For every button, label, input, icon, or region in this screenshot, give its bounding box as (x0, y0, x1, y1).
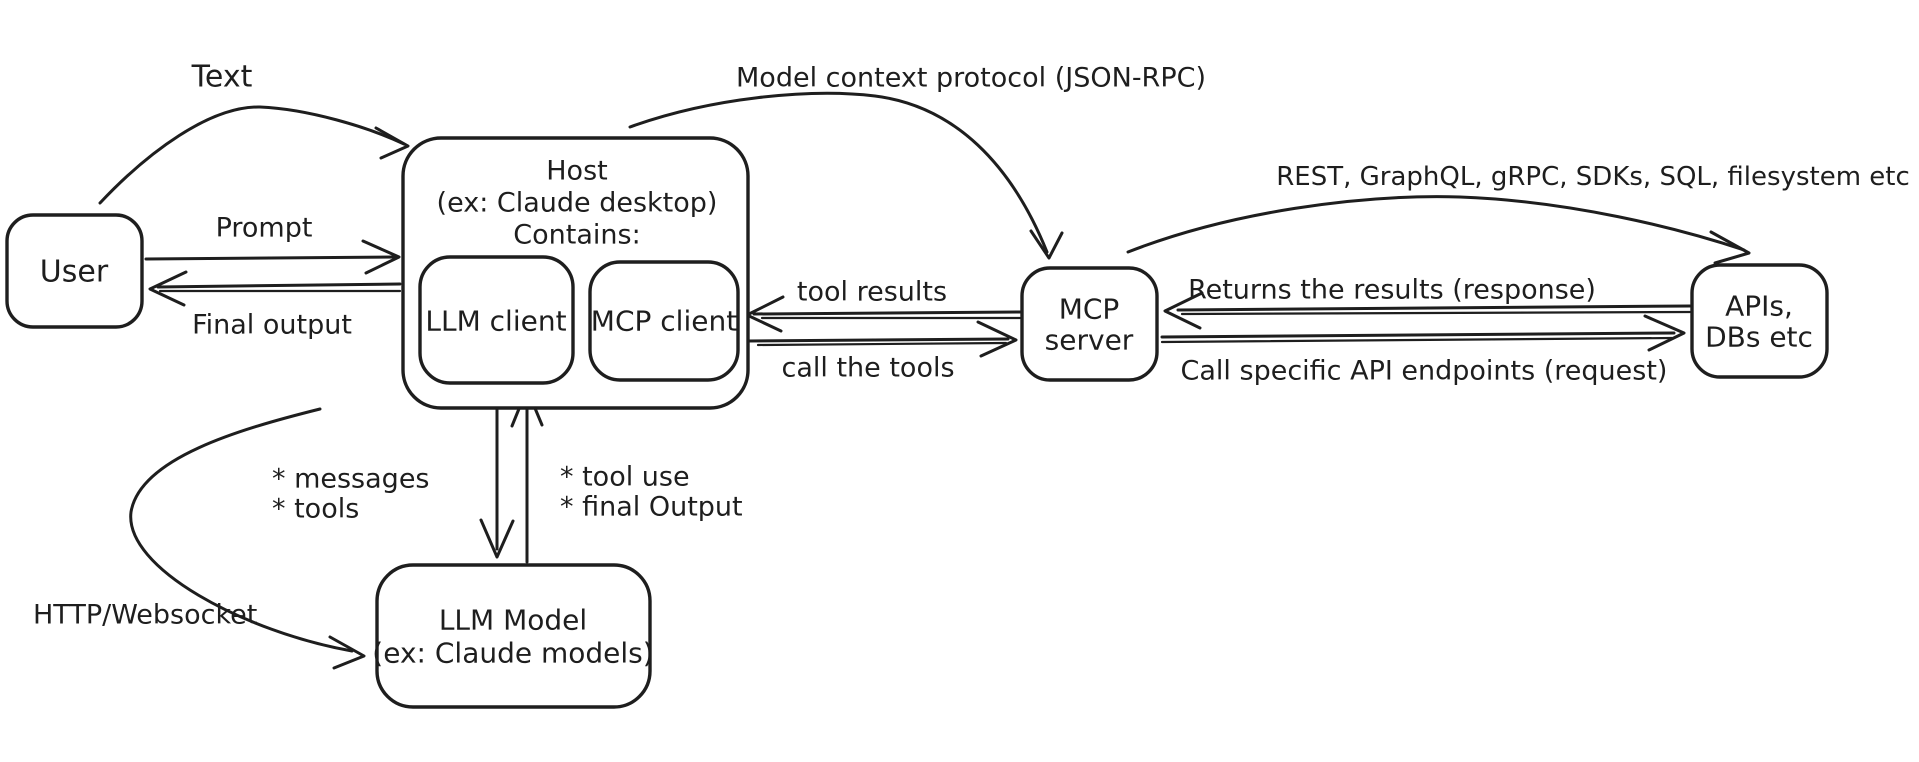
label-tool-use-line2: * final Output (560, 492, 743, 523)
mcp-server-node-label-line2: server (1045, 324, 1134, 357)
label-text-input: Text (191, 60, 253, 95)
edge-user-to-host-text (98, 105, 410, 205)
label-call-tools: call the tools (781, 353, 954, 384)
host-node-subtitle: (ex: Claude desktop) (437, 188, 718, 219)
label-rest-transports: REST, GraphQL, gRPC, SDKs, SQL, filesyst… (1276, 162, 1910, 192)
llm-model-node-label-line1: LLM Model (439, 604, 587, 637)
label-http-websocket: HTTP/Websocket (33, 600, 257, 631)
edge-llmclient-to-llmmodel-down (479, 384, 515, 559)
edge-mcpserver-to-apis-rest (1126, 195, 1751, 265)
mcp-server-node-label-line1: MCP (1059, 293, 1120, 326)
label-tool-use-line1: * tool use (560, 462, 690, 493)
apis-dbs-node-label-line1: APIs, (1725, 290, 1793, 323)
label-messages-line1: * messages (272, 464, 430, 495)
user-node: User (5, 213, 144, 329)
label-final-output: Final output (192, 310, 352, 341)
label-call-endpoints: Call specific API endpoints (request) (1181, 356, 1668, 387)
edge-llmmodel-to-llmclient-up (510, 387, 544, 564)
edge-mcpclient-to-mcpserver-call-tools (746, 320, 1018, 358)
edge-mcpserver-to-apis-request (1160, 314, 1686, 352)
label-prompt: Prompt (216, 213, 313, 244)
edge-user-to-host-prompt (144, 239, 401, 275)
edge-apis-to-mcpserver-response (1163, 291, 1692, 330)
label-returns-results: Returns the results (response) (1188, 275, 1596, 306)
mcp-client-node-label: MCP client (591, 305, 737, 338)
apis-dbs-node-label-line2: DBs etc (1705, 321, 1813, 354)
label-messages-line2: * tools (272, 494, 359, 525)
mcp-client-node: MCP client (588, 260, 740, 382)
label-tool-results: tool results (797, 277, 947, 308)
llm-client-node-label: LLM client (425, 305, 566, 338)
llm-model-node: LLM Model (ex: Claude models) (372, 563, 654, 709)
host-node-title: Host (546, 156, 607, 187)
edge-host-to-llmmodel-http (129, 407, 366, 670)
llm-client-node: LLM client (418, 255, 575, 385)
edge-host-to-user-final-output (148, 270, 402, 307)
user-node-label: User (40, 255, 109, 290)
llm-model-node-label-line2: (ex: Claude models) (372, 637, 653, 670)
mcp-server-node: MCP server (1020, 266, 1159, 382)
host-node-contains: Contains: (513, 220, 640, 251)
label-mcp-protocol: Model context protocol (JSON-RPC) (736, 63, 1206, 94)
apis-dbs-node: APIs, DBs etc (1690, 263, 1829, 379)
edge-host-to-mcpserver-protocol (628, 91, 1064, 260)
